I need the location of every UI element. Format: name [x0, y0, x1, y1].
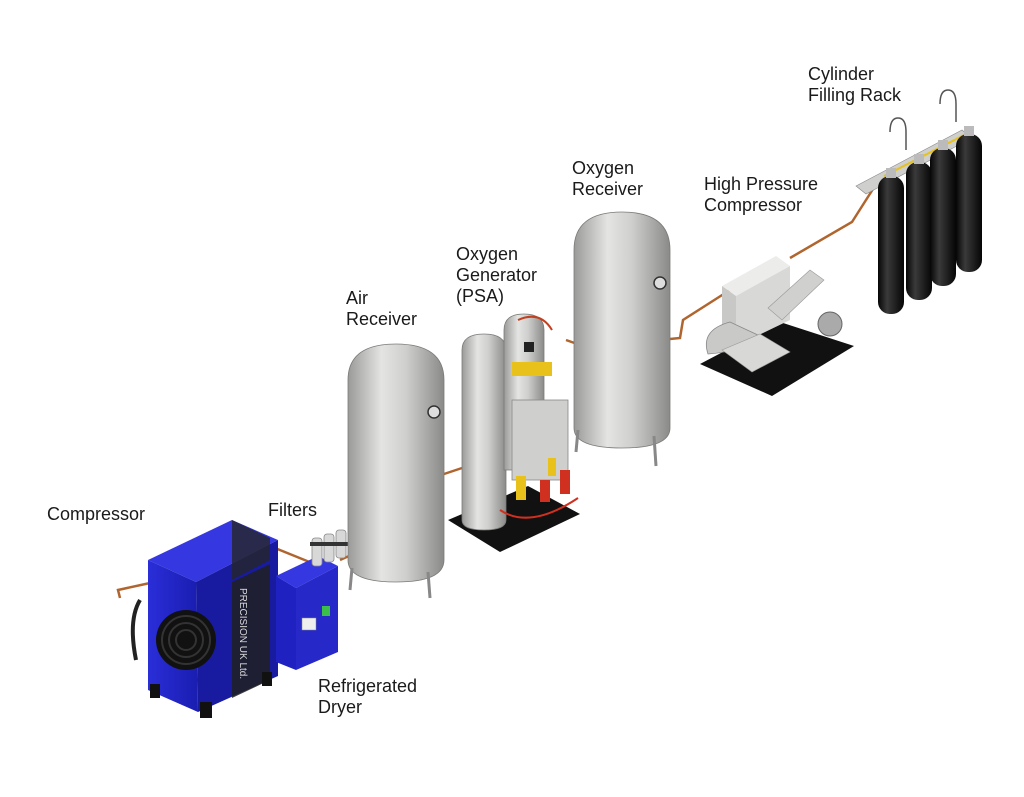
compressor-unit: PRECISION UK Ltd.	[130, 520, 278, 718]
fan-grille-icon	[156, 610, 216, 670]
cylinder-filling-rack	[855, 89, 982, 314]
label-oxygen-receiver: Oxygen Receiver	[572, 158, 644, 199]
oxygen-receiver-tank	[573, 211, 671, 467]
label-high-pressure-compressor: High Pressure Compressor	[704, 174, 819, 215]
filters-unit	[310, 529, 350, 567]
label-compressor: Compressor	[47, 504, 146, 524]
label-refrigerated-dryer: Refrigerated Dryer	[318, 676, 418, 717]
label-filters: Filters	[268, 500, 317, 520]
compressor-brand-text: PRECISION UK Ltd.	[237, 588, 248, 679]
refrigerated-dryer-unit	[276, 556, 338, 670]
air-receiver-tank	[347, 343, 445, 599]
label-cylinder-filling-rack: Cylinder Filling Rack	[808, 64, 902, 105]
pressure-gauge-icon	[427, 405, 441, 419]
oxygen-generator-unit	[448, 313, 580, 552]
pressure-gauge-icon	[653, 276, 667, 290]
high-pressure-compressor-unit	[700, 256, 854, 396]
label-oxygen-generator: Oxygen Generator (PSA)	[456, 244, 538, 306]
label-air-receiver: Air Receiver	[346, 288, 418, 329]
